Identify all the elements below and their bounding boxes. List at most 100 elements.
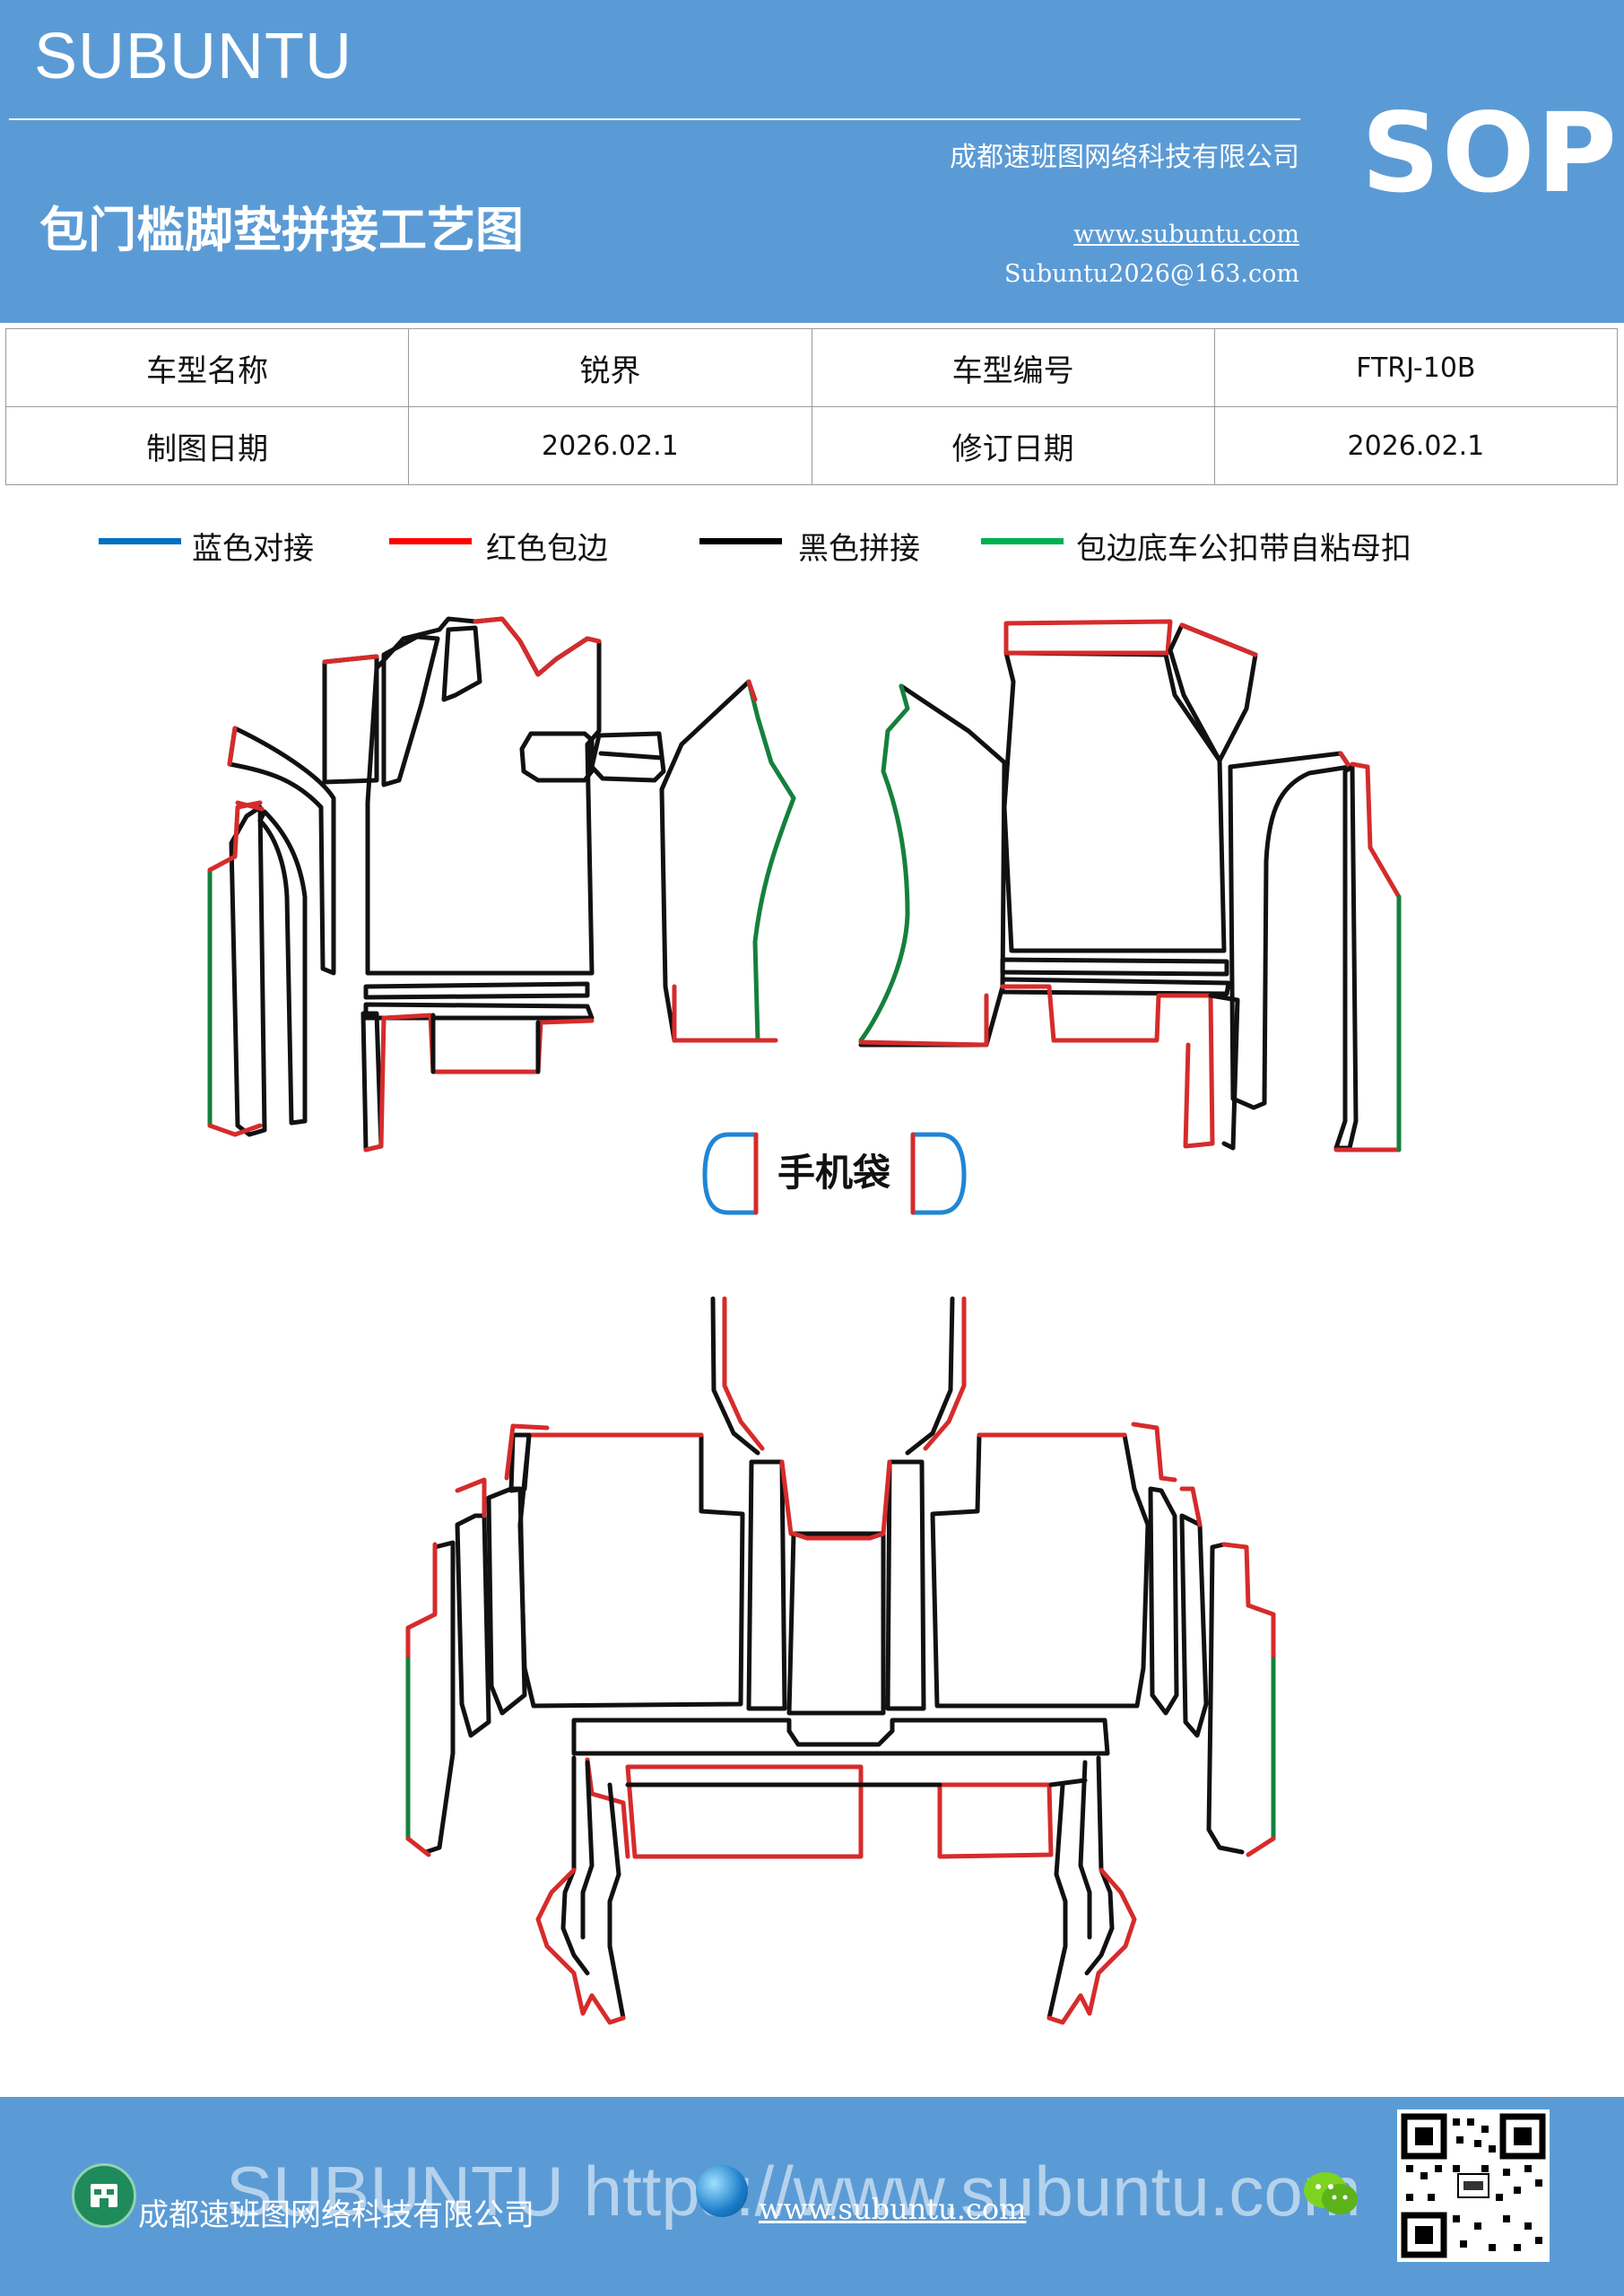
passenger-sill-rail: [1333, 764, 1359, 1151]
left-tunnel-green-edge: [746, 679, 796, 1043]
rear-left-sill-red: [405, 1542, 438, 1662]
right-tunnel-green-edge: [858, 683, 910, 1043]
rear-tunnel-side-left: [746, 1459, 787, 1711]
rear-tunnel-left-red: [722, 1296, 765, 1451]
passenger-corner-red: [1179, 622, 1258, 657]
rear-left-footrest-side-red: [585, 1757, 630, 1859]
header-divider: [9, 118, 1300, 120]
value-revision-date: 2026.02.1: [1213, 406, 1619, 485]
sill-outer-red: [207, 800, 263, 1137]
passenger-corner-piece: [1168, 622, 1258, 763]
color-legend: 蓝色对接 红色包边 黑色拼接 包边底车公扣带自粘母扣: [0, 524, 1624, 578]
rear-right-footrest: [937, 1782, 1054, 1859]
rear-right-seat-mat: [930, 1432, 1151, 1709]
right-tunnel-panel: [858, 683, 1007, 1048]
rear-tunnel-right-top: [905, 1296, 955, 1456]
rear-right-outer-red: [1179, 1486, 1203, 1527]
label-vehicle-name: 车型名称: [4, 328, 410, 407]
front-left-mat-group: [207, 616, 666, 1152]
header-website-link[interactable]: www.subuntu.com: [1073, 221, 1299, 248]
rear-left-seat-mat: [517, 1432, 745, 1709]
sill-inner-strip: [227, 726, 336, 976]
rear-left-seat-notch-red: [504, 1423, 550, 1481]
phone-pocket-left-blue: [702, 1132, 759, 1215]
passenger-top-strip: [1003, 619, 1173, 656]
phone-pocket-right-blue: [910, 1132, 967, 1215]
rear-left-lower-join: [560, 1926, 590, 1976]
rear-tunnel-right-red: [923, 1296, 967, 1451]
header-company: 成都速班图网络科技有限公司: [950, 142, 1299, 173]
wechat-icon: [1302, 2167, 1359, 2219]
label-revision-date: 修订日期: [811, 406, 1215, 485]
brand-name: SUBUNTU: [34, 21, 353, 92]
globe-icon: [696, 2165, 748, 2217]
legend-label: 包边底车公扣带自粘母扣: [1076, 531, 1411, 567]
rear-mat-group: [405, 1296, 1276, 2025]
vehicle-info-table: 车型名称 锐界 车型编号 FTRJ-10B 制图日期 2026.02.1 修订日…: [4, 328, 1619, 485]
pedal-piece-red-edge: [322, 654, 379, 665]
rear-tunnel-side-right: [885, 1459, 926, 1711]
legend-swatch-blue: [99, 538, 181, 544]
rear-right-lower-red: [1046, 1867, 1137, 2025]
value-vehicle-code: FTRJ-10B: [1213, 328, 1619, 407]
legend-label: 黑色拼接: [798, 531, 920, 567]
driver-main-mat: [365, 616, 602, 976]
left-tunnel-red-edge: [672, 679, 778, 1043]
passenger-side-panel: [1228, 751, 1352, 1110]
rear-left-outer-red: [455, 1477, 487, 1518]
pedal-piece-small: [441, 625, 482, 702]
sop-label: SOP: [1361, 90, 1619, 217]
rear-right-seat-side: [1148, 1486, 1179, 1716]
legend-label: 蓝色对接: [192, 531, 314, 567]
footer-website-link[interactable]: www.subuntu.com: [759, 2192, 1027, 2226]
passenger-footrest-red: [1000, 984, 1215, 1149]
footrest-red-edge: [363, 1013, 595, 1152]
rear-right-outer-strip: [1179, 1513, 1209, 1738]
table-row: 车型名称 锐界 车型编号 FTRJ-10B: [4, 328, 1619, 407]
legend-swatch-red: [389, 538, 472, 544]
passenger-main-mat: [1002, 650, 1227, 953]
legend-label: 红色包边: [486, 531, 608, 567]
rear-tunnel-side-red: [779, 1459, 892, 1536]
label-draw-date: 制图日期: [4, 406, 410, 485]
rear-left-seat-side: [486, 1486, 527, 1716]
phone-pocket-label: 手机袋: [777, 1151, 890, 1195]
rear-left-footrest: [625, 1764, 864, 1859]
rear-right-sill-red: [1221, 1542, 1276, 1662]
passenger-footrest-black: [1208, 993, 1240, 1151]
right-tunnel-red-edge: [858, 993, 989, 1048]
rear-right-sill-red-bottom: [1246, 1836, 1276, 1857]
sill-inner-rail: [257, 809, 308, 1126]
rear-left-lower-strip-2: [580, 1760, 595, 1940]
header-banner: SUBUNTU 包门槛脚垫拼接工艺图 成都速班图网络科技有限公司 www.sub…: [0, 0, 1624, 323]
driver-mat-red-edge: [473, 616, 602, 677]
center-tunnel-group: [659, 679, 1007, 1048]
rear-center-red: [791, 1531, 886, 1541]
console-pocket-inner: [589, 731, 666, 783]
rear-left-lower-strip-3: [607, 1782, 626, 2021]
table-row: 制图日期 2026.02.1 修订日期 2026.02.1: [4, 406, 1619, 485]
heel-bar-1: [363, 981, 590, 1000]
console-pocket-line: [598, 751, 664, 761]
passenger-heel-bar-1: [1000, 957, 1229, 977]
rear-tunnel-left-top: [710, 1296, 760, 1456]
footer-watermark: SUBUNTU https://www.subuntu.com: [226, 2152, 1361, 2231]
legend-swatch-green: [981, 538, 1064, 544]
footrest-black-edge: [430, 1013, 541, 1074]
rear-right-sill-rail: [1206, 1542, 1245, 1855]
passenger-side-red: [1338, 751, 1352, 770]
value-vehicle-name: 锐界: [408, 328, 812, 407]
qr-code[interactable]: [1397, 2109, 1550, 2262]
front-right-mat-group: [1000, 619, 1402, 1152]
label-vehicle-code: 车型编号: [811, 328, 1215, 407]
company-icon: [72, 2163, 136, 2228]
rear-right-lower-strip-2: [1078, 1760, 1092, 1940]
rear-left-seat-notch: [508, 1432, 532, 1493]
rear-center-mat: [786, 1531, 886, 1716]
rear-left-lower-red: [535, 1867, 626, 2025]
phone-pocket-group: 手机袋: [702, 1132, 967, 1215]
footer-banner: SUBUNTU https://www.subuntu.com 成都速班图网络科…: [0, 2097, 1624, 2296]
legend-swatch-black: [699, 538, 782, 544]
rear-left-outer-strip: [455, 1513, 491, 1738]
